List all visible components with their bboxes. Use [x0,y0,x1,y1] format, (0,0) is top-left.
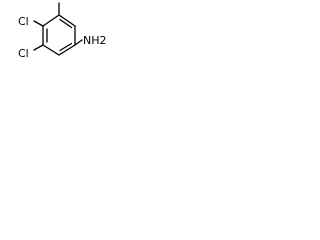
double-bond-inner-1 [59,18,73,29]
bond-c4-c5 [42,44,60,56]
chlorine-label-upper: Cl [18,15,29,28]
double-bond-inner-2 [59,42,73,52]
chemical-structure-diagram: Cl Cl NH2 [18,2,107,60]
bond-c-cl-lower [33,44,44,51]
bond-c1-c2 [58,14,76,27]
amine-label: NH2 [83,34,107,47]
bond-c6-c1 [42,14,60,27]
bond-c-n [74,39,83,46]
bond-c3-c4 [58,44,76,56]
chlorine-label-lower: Cl [18,47,29,60]
bond-c-cl-upper [33,20,44,27]
